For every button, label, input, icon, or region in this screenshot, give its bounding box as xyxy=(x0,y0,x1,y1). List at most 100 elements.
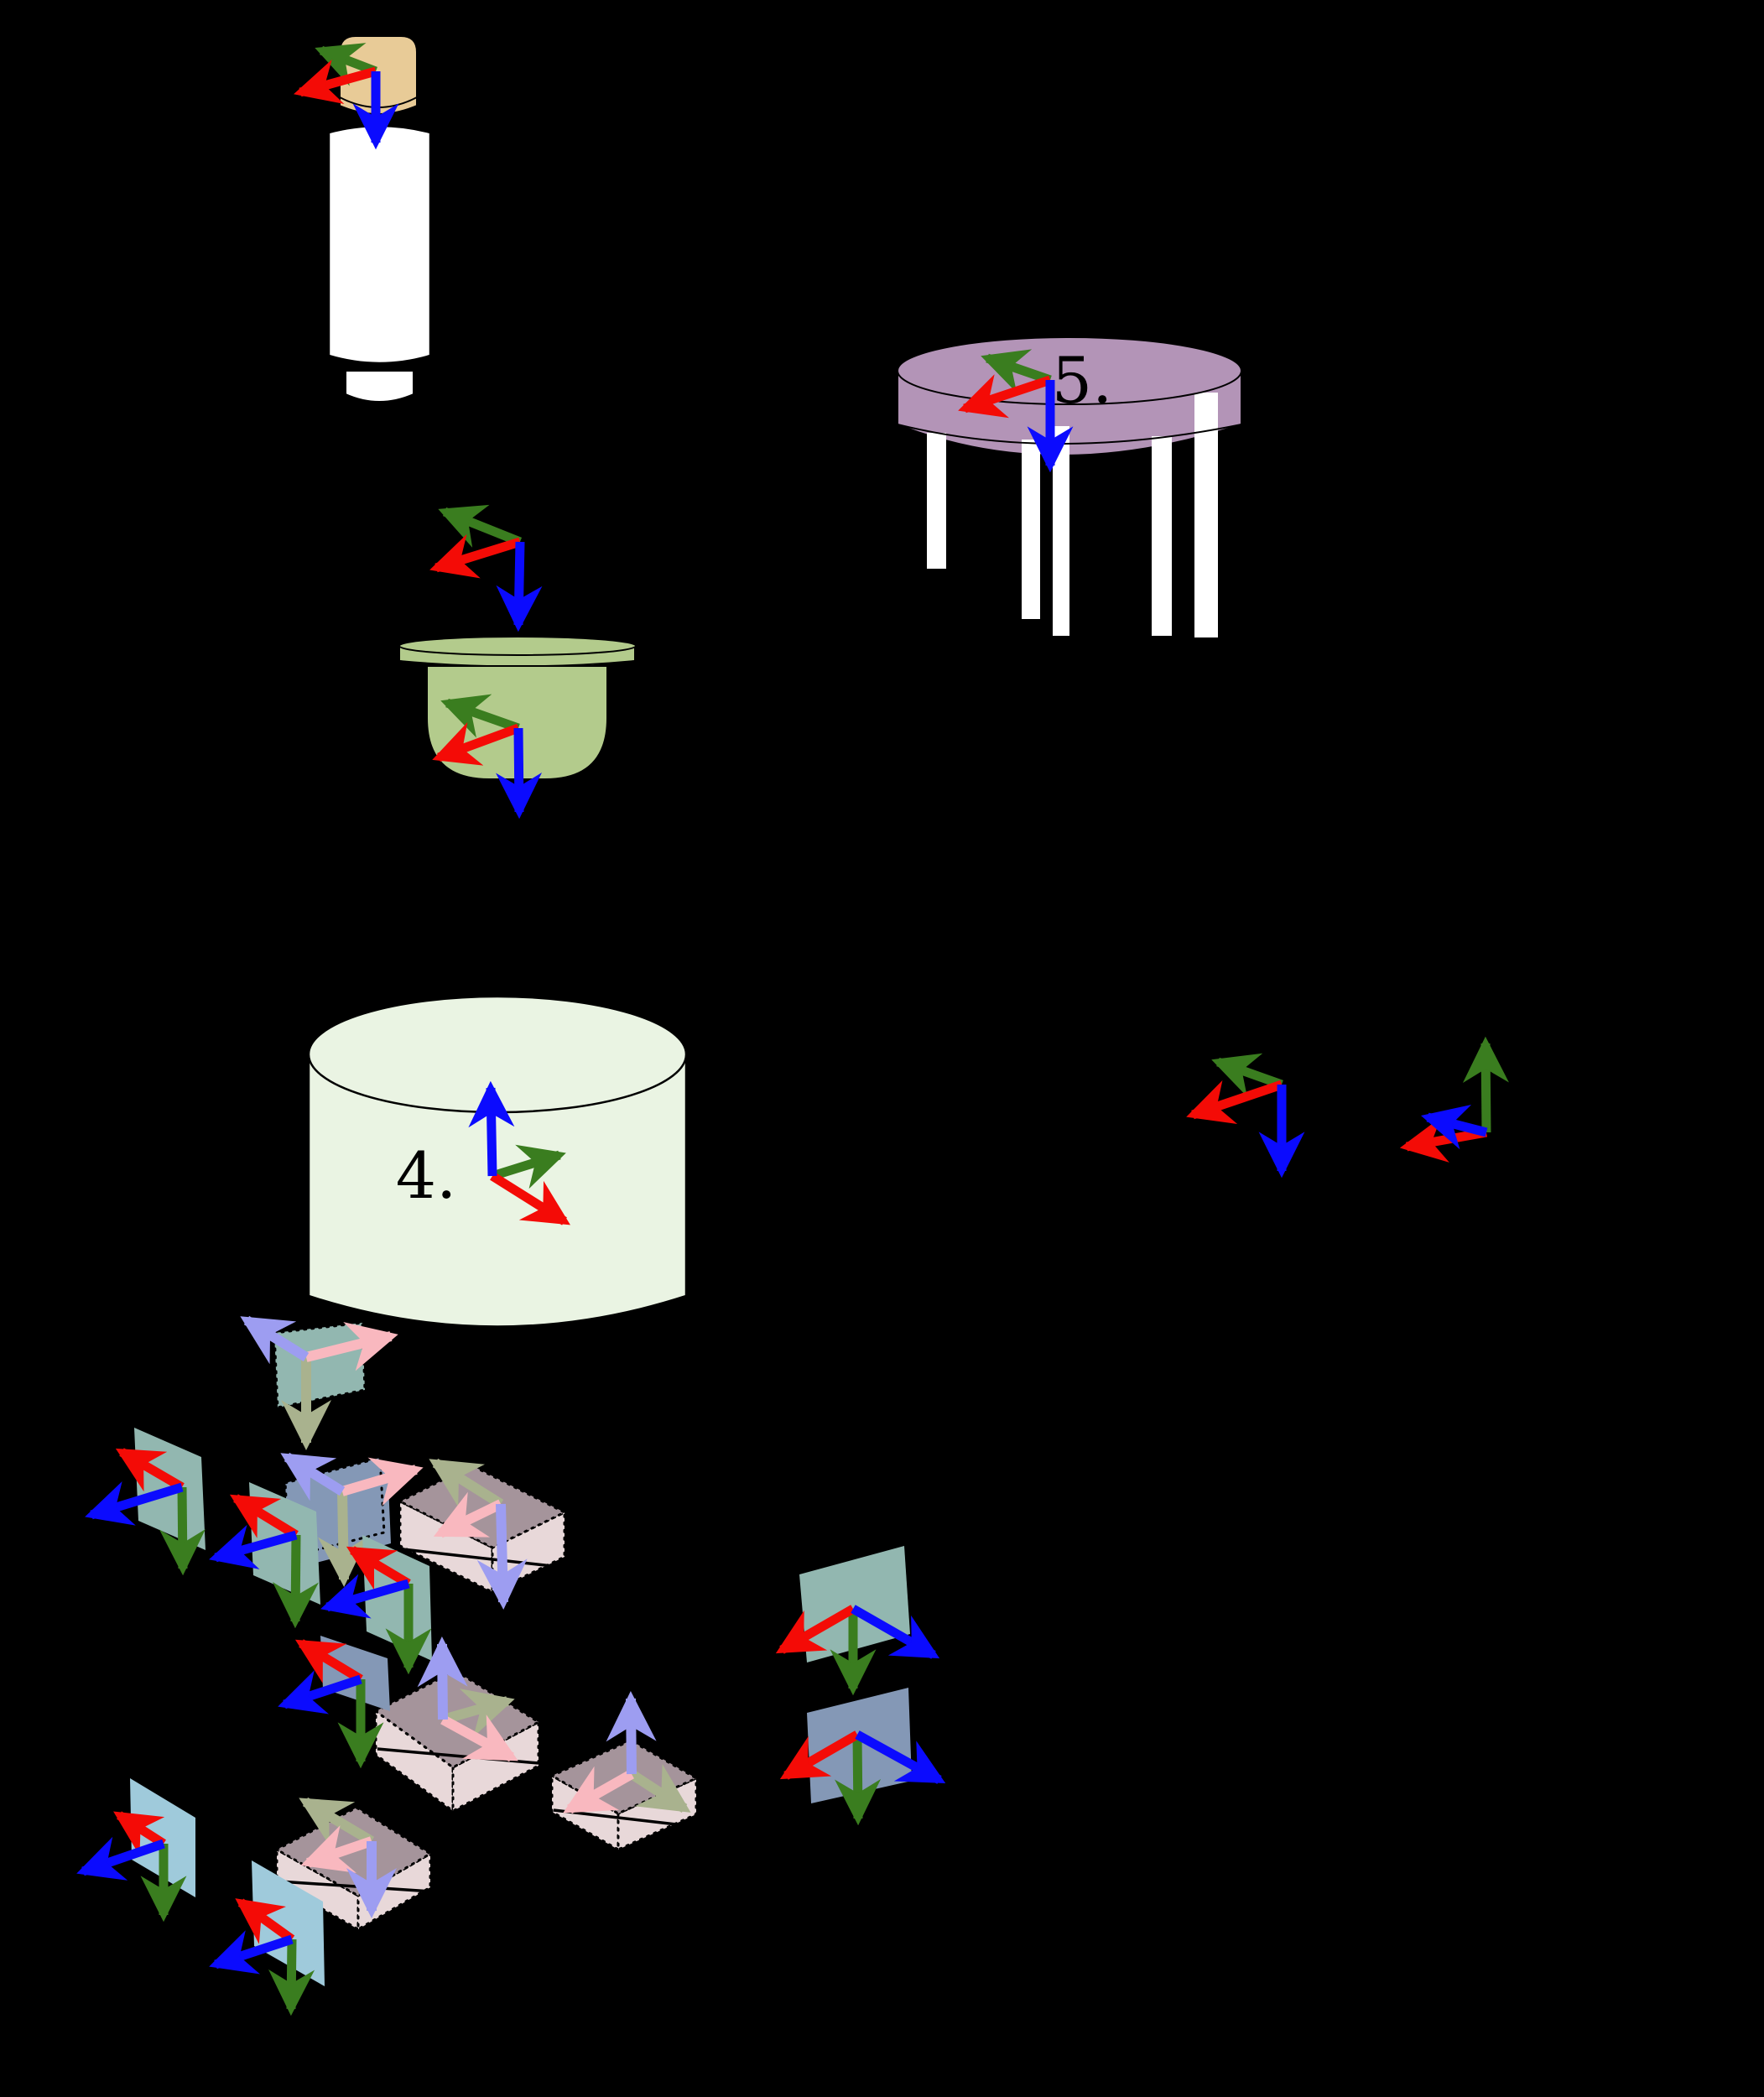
axis-z-arrow xyxy=(468,1080,515,1177)
axis-x-arrow xyxy=(490,1172,570,1225)
axis-z-arrow xyxy=(278,1670,362,1715)
axis-x-arrow xyxy=(115,1448,185,1492)
axis-y-arrow xyxy=(441,1689,515,1737)
axis-z-arrow xyxy=(1421,1105,1488,1150)
axis-x-arrow xyxy=(294,1639,363,1683)
scan-plane-6 xyxy=(209,1860,325,2016)
scan-box-a xyxy=(398,1458,568,1610)
fixture-leg xyxy=(1152,436,1172,636)
stacked-plane-top xyxy=(775,1546,940,1696)
axis-y-arrow xyxy=(1211,1053,1283,1097)
scan-plane-1 xyxy=(85,1428,206,1576)
scan-plane-dashed-top xyxy=(240,1315,398,1450)
fixture-leg xyxy=(1022,440,1040,619)
dashed-plane-frame xyxy=(280,1452,424,1587)
axis-x-arrow xyxy=(1399,1116,1487,1163)
axis-x-arrow xyxy=(300,1825,373,1873)
axis-y-arrow xyxy=(299,1797,375,1846)
axis-z-arrow xyxy=(417,1636,468,1720)
box-edge-line xyxy=(402,1548,568,1569)
axis-y-arrow xyxy=(318,1491,369,1587)
plane-frame xyxy=(775,1605,940,1696)
box-frame xyxy=(417,1636,518,1762)
axis-y-arrow xyxy=(315,43,377,86)
axis-y-arrow xyxy=(429,1458,504,1509)
dome-sensor xyxy=(398,636,637,820)
axis-x-arrow xyxy=(433,1491,503,1538)
scan-box-d xyxy=(550,1691,699,1851)
scan-plane-4 xyxy=(278,1636,390,1769)
axis-z-arrow xyxy=(496,727,543,820)
plane-frame xyxy=(76,1811,187,1923)
plane-frame xyxy=(85,1448,206,1576)
axis-x-arrow xyxy=(341,1457,424,1506)
plane-frame xyxy=(320,1546,432,1675)
axis-y-arrow xyxy=(981,349,1052,393)
scan-box-c xyxy=(275,1797,433,1931)
plane-frame xyxy=(209,1898,315,2016)
fixture-frame xyxy=(958,349,1074,473)
station-top xyxy=(307,995,688,1114)
dashed-plane xyxy=(273,1321,367,1409)
axis-z-arrow xyxy=(320,1574,410,1619)
plane-frame xyxy=(209,1494,319,1629)
axis-y-arrow xyxy=(438,504,523,548)
fixture-leg xyxy=(927,433,946,569)
scan-plane-5 xyxy=(76,1778,195,1923)
axis-y-arrow xyxy=(628,1764,691,1813)
axis-y-arrow xyxy=(159,1486,206,1576)
axis-x-arrow xyxy=(563,1766,634,1814)
axis-x-arrow xyxy=(775,1605,856,1654)
axis-x-arrow xyxy=(304,1322,398,1371)
axis-z-arrow xyxy=(476,1503,528,1610)
dashed-plane-frame xyxy=(240,1315,398,1450)
axis-x-arrow xyxy=(432,722,520,766)
axis-x-arrow xyxy=(294,59,377,104)
axis-x-arrow xyxy=(235,1898,295,1944)
axis-x-arrow xyxy=(440,1715,518,1762)
dome-flange-top xyxy=(398,636,637,656)
box-frame xyxy=(429,1458,528,1610)
fixture-label: 5. xyxy=(1052,343,1113,418)
axis-y-arrow xyxy=(835,1734,882,1826)
axis-y-arrow xyxy=(268,1938,315,2016)
axis-z-arrow xyxy=(240,1315,310,1365)
free-frame-right xyxy=(1399,1036,1509,1163)
axis-z-arrow xyxy=(85,1481,184,1526)
axis-y-arrow xyxy=(440,694,520,738)
station-body xyxy=(307,1053,688,1328)
station-label: 4. xyxy=(396,1138,457,1213)
lightblue-plane xyxy=(252,1860,325,1986)
plane-frame xyxy=(278,1639,384,1769)
axis-x-arrow xyxy=(113,1811,166,1856)
axis-x-arrow xyxy=(1186,1080,1283,1125)
legged-fixture: 5. xyxy=(897,336,1242,637)
axis-x-arrow xyxy=(958,374,1052,419)
camera-frame xyxy=(294,43,399,150)
station-cylinder: 4. xyxy=(307,995,688,1328)
axis-x-arrow xyxy=(346,1546,411,1590)
axis-z-arrow xyxy=(855,1730,946,1784)
plane-frame xyxy=(779,1730,946,1826)
axis-z-arrow xyxy=(209,1524,298,1569)
station-frame xyxy=(468,1080,570,1225)
camera-body xyxy=(327,124,432,365)
fixture-leg xyxy=(1053,426,1069,636)
box-frame xyxy=(299,1797,397,1918)
scan-plane-2 xyxy=(209,1482,320,1629)
box-frame xyxy=(563,1691,691,1814)
axis-x-arrow xyxy=(429,533,522,579)
axis-x-arrow xyxy=(229,1494,299,1539)
axis-y-arrow xyxy=(272,1534,319,1629)
stacked-plane-bottom xyxy=(779,1688,946,1826)
camera-mount xyxy=(345,370,414,403)
axis-z-arrow xyxy=(280,1452,346,1501)
fixture-leg xyxy=(1194,393,1218,637)
axis-z-arrow xyxy=(496,541,543,632)
axis-z-arrow xyxy=(76,1836,165,1881)
axis-z-arrow xyxy=(851,1605,940,1659)
scan-plane-3 xyxy=(320,1535,432,1675)
camera-sensor xyxy=(294,35,432,403)
